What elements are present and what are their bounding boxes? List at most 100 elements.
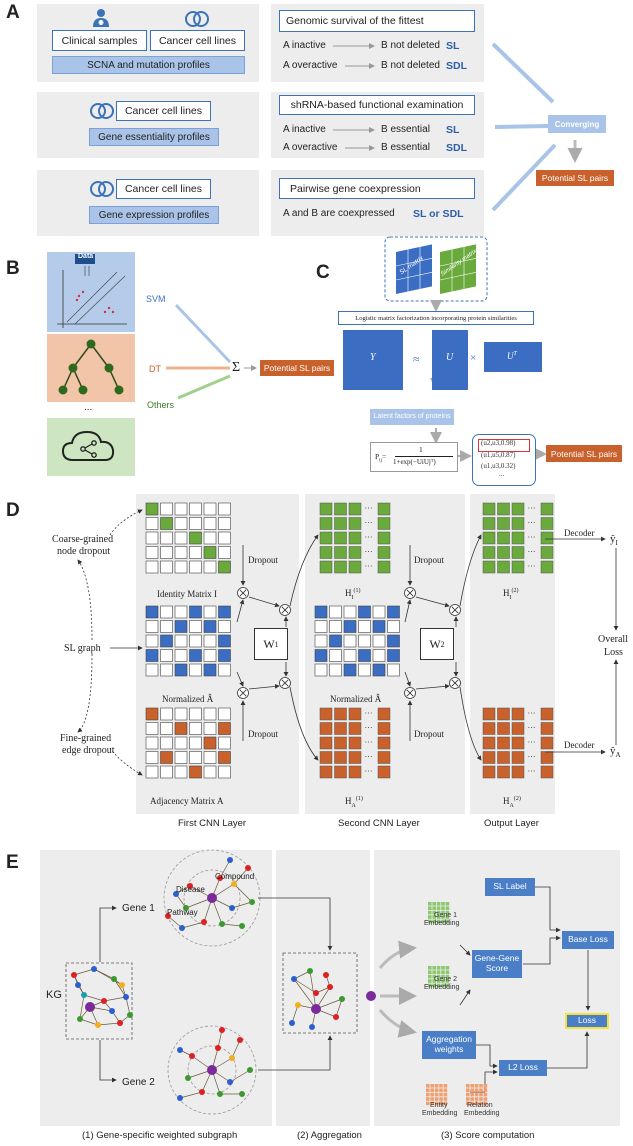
h-i-1-cell bbox=[319, 517, 333, 530]
loss-label: Loss bbox=[604, 647, 623, 658]
gene1-embedding-cell bbox=[436, 915, 441, 919]
kg-edge bbox=[93, 968, 123, 986]
times-symbol: × bbox=[470, 352, 477, 364]
normalized-a-2-cell bbox=[343, 634, 357, 648]
normalized-a-cell bbox=[189, 634, 202, 648]
arrow-l2-loss bbox=[547, 1031, 590, 1069]
arrow-sub2-agg bbox=[258, 1035, 333, 1071]
panel-c-label: C bbox=[316, 262, 330, 283]
h-i-2-ellipsis: ··· bbox=[528, 519, 536, 528]
entity-embedding-cell bbox=[426, 1088, 430, 1092]
normalized-a-2-cell bbox=[387, 620, 400, 633]
gene1-embedding-cell bbox=[445, 902, 450, 906]
normalized-a-cell bbox=[145, 620, 159, 633]
arrow-out-2b bbox=[459, 686, 482, 761]
shrna-box: shRNA-based functional examination bbox=[279, 95, 475, 115]
h-a-2-cell bbox=[497, 765, 510, 779]
svm-label: SVM bbox=[146, 294, 166, 304]
person-icon bbox=[93, 9, 109, 27]
relation-embedding-cell bbox=[466, 1088, 470, 1092]
sigma-symbol: Σ bbox=[232, 360, 241, 375]
adjacency-cell bbox=[160, 736, 173, 750]
subgraph-1-node bbox=[201, 919, 207, 925]
identity-cell bbox=[174, 546, 188, 559]
gene2-embedding-cell bbox=[441, 979, 445, 983]
cancer-cell-lines-box-1: Cancer cell lines bbox=[150, 30, 245, 51]
approx-symbol: ≈ bbox=[413, 352, 420, 366]
normalized-a-2-cell bbox=[314, 663, 328, 677]
entity-embedding-cell bbox=[434, 1088, 439, 1092]
arrow-sub1-agg bbox=[258, 897, 333, 951]
h-i-1-ellipsis: ··· bbox=[365, 548, 373, 557]
normalized-a-2-cell bbox=[343, 605, 357, 619]
row2-rel1-tag: SL bbox=[446, 124, 460, 136]
fine-label-2: edge dropout bbox=[62, 745, 115, 756]
gene2-embedding-cell bbox=[441, 974, 445, 979]
gene2-embedding-cell bbox=[432, 966, 436, 970]
subgraph-1-node bbox=[217, 875, 223, 881]
identity-cell bbox=[145, 546, 159, 559]
adjacency-cell bbox=[189, 765, 202, 779]
h-i-1-cell bbox=[348, 502, 362, 516]
identity-cell bbox=[145, 560, 159, 574]
adjacency-cell bbox=[189, 751, 202, 764]
p-sub: ij bbox=[379, 458, 382, 464]
h-a-1-sub: A bbox=[351, 802, 356, 809]
normalized-a-2-cell bbox=[372, 620, 386, 633]
normalized-a-cell bbox=[218, 634, 231, 648]
aggregated-gene-node bbox=[366, 991, 376, 1001]
caption-score: (3) Score computation bbox=[441, 1130, 535, 1141]
h-a-2-cell bbox=[511, 722, 525, 735]
relation-embedding-cell bbox=[483, 1101, 488, 1106]
entity-embedding-cell bbox=[443, 1088, 448, 1092]
aggregation-graph-node bbox=[291, 976, 297, 982]
entity-embedding-cell bbox=[434, 1101, 439, 1106]
arrow-m2a bbox=[415, 596, 450, 608]
h-i-2-label: HI(2) bbox=[503, 588, 519, 601]
row2-rel2-right: B essential bbox=[381, 142, 430, 153]
normalized-a-2-cell bbox=[329, 634, 342, 648]
relation-embedding-cell bbox=[470, 1088, 474, 1092]
gene2-label: Gene 2 bbox=[122, 1077, 155, 1088]
kg-node bbox=[111, 976, 117, 982]
h-a-1-cell bbox=[334, 707, 347, 721]
h-a-1-cell bbox=[319, 722, 333, 735]
arrow-n1b bbox=[236, 671, 244, 687]
h-i-1-sup: (1) bbox=[353, 588, 361, 594]
h-i-2-cell bbox=[482, 546, 496, 559]
gene2-embedding-cell bbox=[445, 979, 450, 983]
h-a-1-cell bbox=[348, 751, 362, 764]
u-matrix bbox=[432, 330, 468, 390]
normalized-a-2-cell bbox=[329, 663, 342, 677]
subgraph-1-node bbox=[227, 857, 233, 863]
identity-cell bbox=[145, 502, 159, 516]
others-panel bbox=[47, 418, 135, 476]
sl-label-box: SL Label bbox=[485, 878, 535, 896]
adjacency-cell bbox=[203, 736, 217, 750]
entity-embedding-cell bbox=[439, 1097, 443, 1101]
relation-embedding-cell bbox=[470, 1097, 474, 1101]
adjacency-cell bbox=[218, 751, 231, 764]
relation-embedding-cell bbox=[483, 1084, 488, 1088]
row1-rel1-left: A inactive bbox=[283, 40, 326, 51]
subgraph-1-edge bbox=[167, 915, 183, 929]
gene2-embedding-cell bbox=[445, 970, 450, 974]
caption-subgraph: (1) Gene-specific weighted subgraph bbox=[82, 1130, 238, 1141]
entity-embedding-cell bbox=[430, 1084, 434, 1088]
subgraph-1-edge bbox=[233, 867, 249, 885]
normalized-a-2-cell bbox=[314, 649, 328, 662]
h-a-1-cell bbox=[334, 751, 347, 764]
normalized-a-cell bbox=[145, 649, 159, 662]
h-i-1-cell bbox=[377, 502, 391, 516]
identity-cell bbox=[218, 502, 231, 516]
h-a-1-ellipsis: ··· bbox=[365, 767, 373, 776]
kg-edge bbox=[125, 996, 131, 1016]
h-a-1-ellipsis: ··· bbox=[365, 738, 373, 747]
normalized-a-cell bbox=[189, 649, 202, 662]
panel-d-label: D bbox=[6, 500, 20, 521]
entity-embedding-cell bbox=[434, 1097, 439, 1101]
subgraph-2-node bbox=[215, 1045, 221, 1051]
gene1-embedding-cell bbox=[432, 915, 436, 919]
p-eq: = bbox=[381, 452, 387, 461]
